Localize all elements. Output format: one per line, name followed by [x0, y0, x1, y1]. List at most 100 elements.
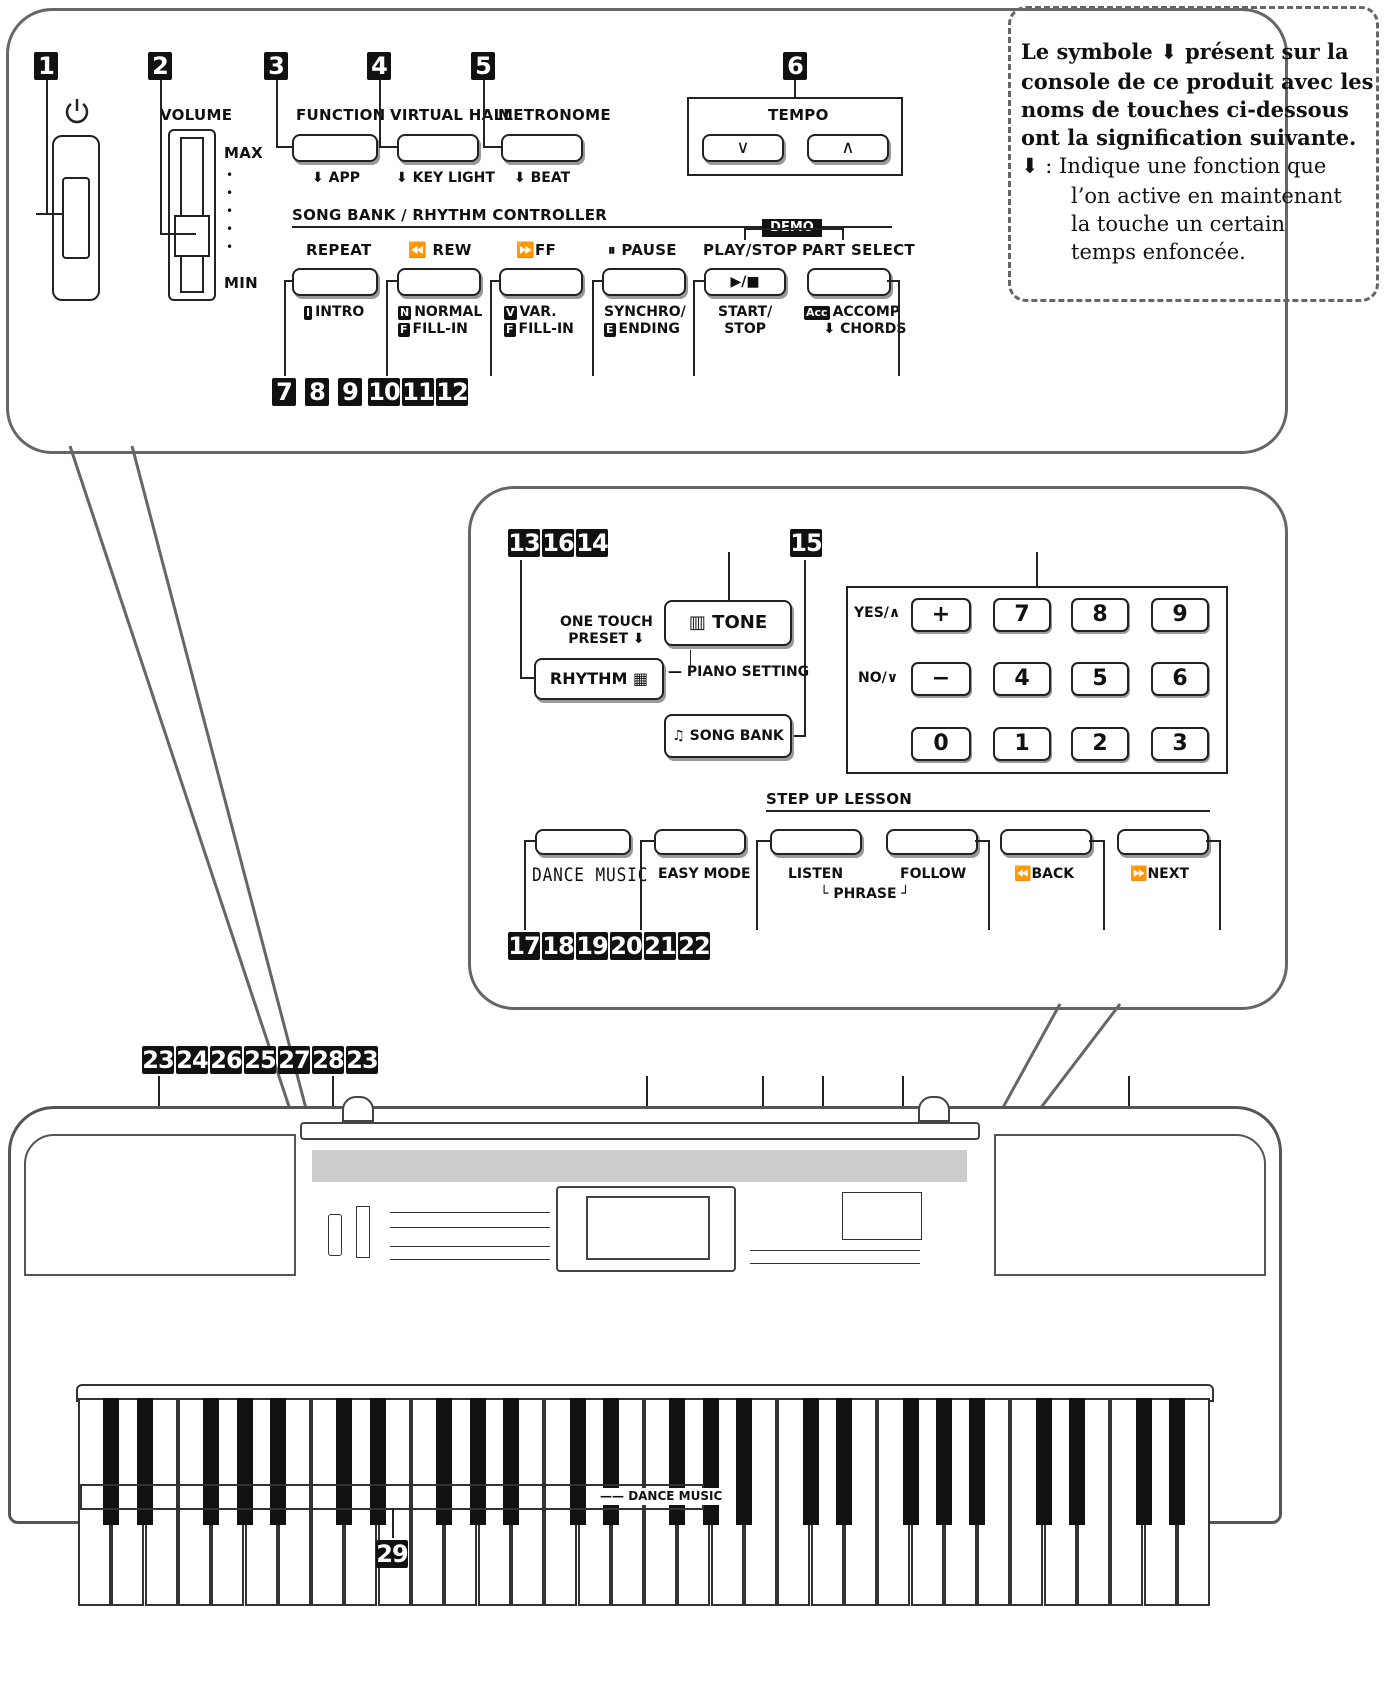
song-bank-button[interactable]: ♫ SONG BANK — [664, 714, 792, 758]
speaker-right — [994, 1134, 1266, 1276]
key-7[interactable]: 7 — [993, 598, 1051, 632]
part-select-button[interactable] — [807, 268, 891, 296]
key-9[interactable]: 9 — [1151, 598, 1209, 632]
start-stop-label: START/STOP — [718, 304, 773, 337]
key-8[interactable]: 8 — [1071, 598, 1129, 632]
rewind-icon: ⏪ — [1014, 866, 1032, 882]
key-1[interactable]: 1 — [993, 727, 1051, 761]
key-6[interactable]: 6 — [1151, 662, 1209, 696]
black-key[interactable] — [436, 1398, 453, 1525]
play-stop-label: PLAY/STOP — [703, 241, 798, 259]
key-4[interactable]: 4 — [993, 662, 1051, 696]
key-5[interactable]: 5 — [1071, 662, 1129, 696]
black-key[interactable] — [369, 1398, 386, 1525]
phrase-label: └ PHRASE ┘ — [820, 886, 910, 902]
fast-forward-icon: ⏩ — [516, 241, 535, 259]
dance-music-button[interactable] — [535, 829, 631, 855]
callout-5: 5 — [471, 52, 495, 80]
key-0[interactable]: 0 — [911, 727, 971, 761]
chevron-up-icon: ∧ — [841, 137, 855, 158]
part-select-label: PART SELECT — [802, 241, 915, 259]
tempo-down-button[interactable]: ∨ — [702, 134, 784, 162]
black-key[interactable] — [1168, 1398, 1185, 1525]
function-label: FUNCTION — [296, 106, 386, 124]
virtual-hall-button[interactable] — [397, 134, 479, 162]
note-line-4: ont la signification suivante. — [1021, 125, 1357, 150]
callout-15: 15 — [790, 529, 823, 557]
music-stand-slot — [300, 1122, 980, 1140]
note-line-8: temps enfoncée. — [1071, 240, 1246, 264]
yes-label: YES/∧ — [854, 605, 901, 621]
next-label: ⏩NEXT — [1130, 866, 1190, 882]
tempo-box — [687, 97, 903, 176]
tempo-label: TEMPO — [768, 106, 829, 124]
black-key[interactable] — [103, 1398, 120, 1525]
black-key[interactable] — [203, 1398, 220, 1525]
follow-button[interactable] — [886, 829, 978, 855]
volume-ticks: ••••• — [226, 168, 234, 254]
black-key[interactable] — [1035, 1398, 1052, 1525]
black-key[interactable] — [702, 1398, 719, 1525]
number-keypad — [846, 586, 1228, 774]
key-3[interactable]: 3 — [1151, 727, 1209, 761]
pause-icon: ⏸ — [608, 241, 616, 259]
pause-button[interactable] — [602, 268, 686, 296]
black-key[interactable] — [1069, 1398, 1085, 1525]
callout-4: 4 — [367, 52, 391, 80]
ff-label: ⏩FF — [516, 241, 557, 259]
acc-badge-icon: Acc — [804, 306, 830, 320]
black-key[interactable] — [902, 1398, 919, 1525]
black-key[interactable] — [336, 1398, 353, 1525]
rew-button[interactable] — [397, 268, 481, 296]
ff-button[interactable] — [499, 268, 583, 296]
power-switch[interactable] — [52, 135, 100, 301]
black-key[interactable] — [935, 1398, 952, 1525]
black-key[interactable] — [969, 1398, 986, 1525]
back-label: ⏪BACK — [1014, 866, 1075, 882]
metronome-button[interactable] — [501, 134, 583, 162]
black-key[interactable] — [469, 1398, 486, 1525]
power-icon — [62, 96, 92, 126]
play-stop-button[interactable]: ▶/■ — [704, 268, 786, 296]
callout-13: 13 — [508, 529, 541, 557]
key-2[interactable]: 2 — [1071, 727, 1129, 761]
back-button[interactable] — [1000, 829, 1092, 855]
callout-27: 27 — [278, 1046, 311, 1074]
tone-button[interactable]: ▥ TONE — [664, 600, 792, 646]
callout-23-left: 23 — [142, 1046, 175, 1074]
mini-power-switch[interactable] — [328, 1214, 342, 1256]
hold-icon: ⬇︎ — [1021, 154, 1039, 178]
function-button[interactable] — [292, 134, 378, 162]
mini-volume-slider[interactable] — [356, 1206, 370, 1258]
black-key[interactable] — [1135, 1398, 1152, 1525]
minus-key[interactable]: − — [911, 662, 971, 696]
black-key[interactable] — [736, 1398, 752, 1525]
tempo-up-button[interactable]: ∧ — [807, 134, 889, 162]
black-key[interactable] — [835, 1398, 852, 1525]
step-up-lesson-label: STEP UP LESSON — [766, 790, 913, 808]
black-key[interactable] — [569, 1398, 586, 1525]
volume-label: VOLUME — [160, 106, 233, 124]
hold-symbol-note: Le symbole ⬇︎ présent sur la console de … — [1008, 6, 1379, 302]
black-key[interactable] — [236, 1398, 253, 1525]
black-key[interactable] — [136, 1398, 153, 1525]
black-key[interactable] — [269, 1398, 286, 1525]
black-key[interactable] — [502, 1398, 519, 1525]
note-line-7: la touche un certain — [1071, 212, 1286, 236]
rhythm-button[interactable]: RHYTHM ▦ — [534, 658, 664, 700]
repeat-label: REPEAT — [306, 241, 372, 259]
rew-label: ⏪ REW — [408, 241, 472, 259]
volume-slider[interactable] — [168, 129, 216, 301]
easy-mode-button[interactable] — [654, 829, 746, 855]
plus-key[interactable]: + — [911, 598, 971, 632]
hold-icon: ⬇︎ — [1160, 39, 1178, 64]
listen-button[interactable] — [770, 829, 862, 855]
repeat-button[interactable] — [292, 268, 378, 296]
black-key[interactable] — [802, 1398, 819, 1525]
callout-25: 25 — [244, 1046, 277, 1074]
next-button[interactable] — [1117, 829, 1209, 855]
